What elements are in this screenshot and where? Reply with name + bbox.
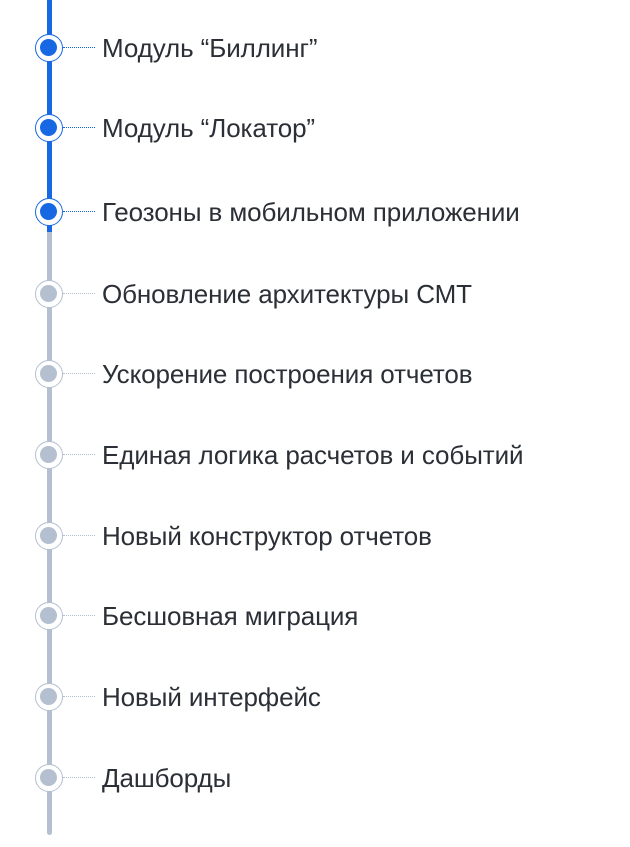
milestone-connector xyxy=(63,373,95,374)
milestone-billing-module: Модуль “Биллинг” xyxy=(0,28,630,68)
milestone-node xyxy=(35,683,63,711)
milestone-label: Модуль “Локатор” xyxy=(102,113,315,143)
milestone-node xyxy=(35,441,63,469)
milestone-label: Ускорение построения отчетов xyxy=(102,359,473,389)
milestone-connector xyxy=(63,615,95,616)
milestone-node xyxy=(35,522,63,550)
milestone-connector xyxy=(63,777,95,778)
milestone-label: Единая логика расчетов и событий xyxy=(102,440,524,470)
milestone-seamless-migration: Бесшовная миграция xyxy=(0,596,630,636)
milestone-node-core xyxy=(40,39,57,56)
milestone-node-core xyxy=(40,285,57,302)
milestone-node xyxy=(35,34,63,62)
milestone-connector xyxy=(63,211,95,212)
milestone-label: Геозоны в мобильном приложении xyxy=(102,197,520,227)
milestone-node xyxy=(35,764,63,792)
milestone-label: Новый конструктор отчетов xyxy=(102,521,432,551)
milestone-node xyxy=(35,602,63,630)
milestone-node-core xyxy=(40,607,57,624)
milestone-node-core xyxy=(40,365,57,382)
milestone-node-core xyxy=(40,119,57,136)
milestone-connector xyxy=(63,293,95,294)
milestone-connector xyxy=(63,47,95,48)
milestone-node-core xyxy=(40,203,57,220)
milestone-connector xyxy=(63,454,95,455)
milestone-unified-logic: Единая логика расчетов и событий xyxy=(0,435,630,475)
milestone-label: Дашборды xyxy=(102,763,232,793)
milestone-node-core xyxy=(40,688,57,705)
milestone-node-core xyxy=(40,769,57,786)
milestone-node xyxy=(35,360,63,388)
milestone-node-core xyxy=(40,446,57,463)
milestone-label: Обновление архитектуры СМТ xyxy=(102,279,472,309)
milestone-label: Модуль “Биллинг” xyxy=(102,33,318,63)
milestone-locator-module: Модуль “Локатор” xyxy=(0,108,630,148)
milestone-label: Бесшовная миграция xyxy=(102,601,359,631)
milestone-node xyxy=(35,280,63,308)
milestone-connector xyxy=(63,535,95,536)
milestone-architecture-update: Обновление архитектуры СМТ xyxy=(0,274,630,314)
milestone-connector xyxy=(63,696,95,697)
milestone-report-speedup: Ускорение построения отчетов xyxy=(0,354,630,394)
milestone-connector xyxy=(63,127,95,128)
milestone-label: Новый интерфейс xyxy=(102,682,321,712)
milestone-new-interface: Новый интерфейс xyxy=(0,677,630,717)
milestone-node xyxy=(35,114,63,142)
milestone-node xyxy=(35,198,63,226)
milestone-mobile-geozones: Геозоны в мобильном приложении xyxy=(0,192,630,232)
milestone-report-builder: Новый конструктор отчетов xyxy=(0,516,630,556)
milestone-node-core xyxy=(40,527,57,544)
milestone-dashboards: Дашборды xyxy=(0,758,630,798)
